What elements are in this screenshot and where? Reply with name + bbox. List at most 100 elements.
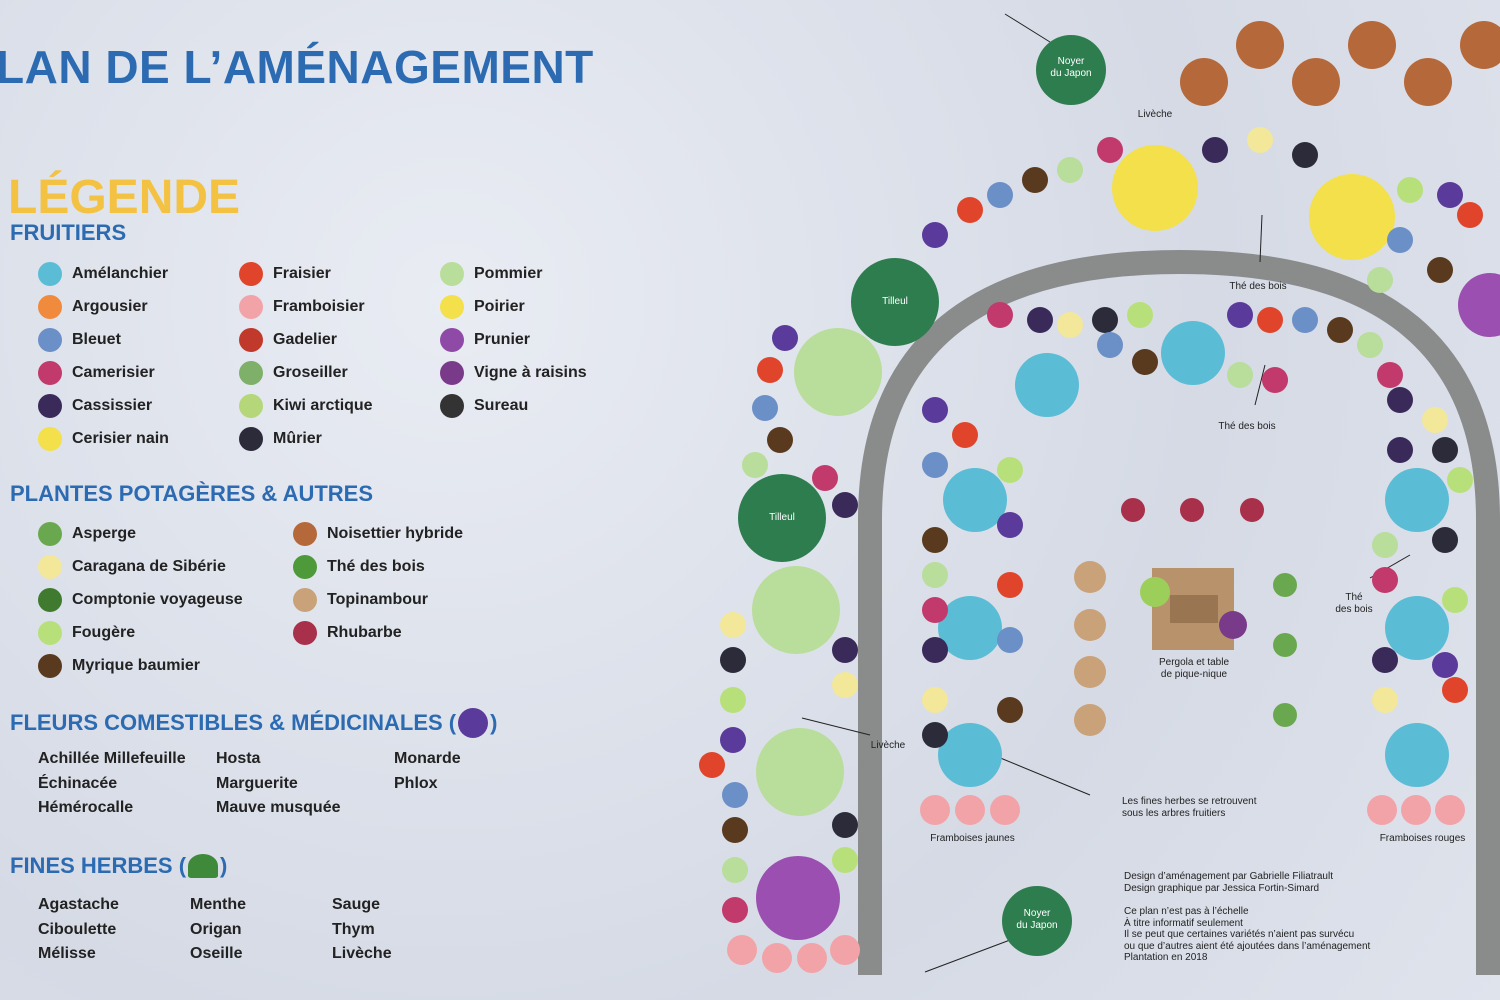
legend-item-label: Sureau bbox=[474, 396, 529, 414]
pointer-line bbox=[801, 717, 871, 736]
plant-shrub bbox=[1327, 317, 1353, 343]
plant-shrub bbox=[752, 395, 778, 421]
plant-shrub bbox=[722, 897, 748, 923]
list-item: Hosta bbox=[216, 750, 261, 767]
plant-shrub bbox=[699, 752, 725, 778]
groseiller-icon bbox=[239, 360, 263, 385]
pommier-icon bbox=[440, 261, 464, 286]
plant-shrub bbox=[1247, 127, 1273, 153]
legend-item-label: Camerisier bbox=[72, 363, 155, 381]
pansy-icon bbox=[458, 708, 489, 738]
prunier-icon bbox=[440, 327, 464, 352]
pommier-tree bbox=[794, 328, 882, 416]
bleuet-icon bbox=[38, 327, 62, 352]
asperge bbox=[1273, 703, 1297, 727]
noisettier-hybride-icon bbox=[293, 521, 317, 546]
list-item: Mélisse bbox=[38, 945, 96, 962]
framboisier bbox=[727, 935, 757, 965]
legend-item: Argousier bbox=[38, 290, 148, 323]
plant-shrub bbox=[922, 722, 948, 748]
poirier-icon bbox=[440, 294, 464, 319]
list-item: Hémérocalle bbox=[38, 799, 134, 816]
plant-shrub bbox=[987, 182, 1013, 208]
legend-item: Noisettier hybride bbox=[293, 517, 463, 550]
legend-item-label: Vigne à raisins bbox=[474, 363, 587, 381]
list-item: Thym bbox=[332, 920, 375, 938]
vigne bbox=[1219, 611, 1247, 639]
plant-shrub bbox=[997, 572, 1023, 598]
plant-shrub bbox=[767, 427, 793, 453]
noisettier-shrub bbox=[1292, 58, 1340, 106]
tilleul-tree bbox=[851, 258, 939, 346]
legend-item-label: Fraisier bbox=[273, 264, 331, 282]
legend-item-label: Thé des bois bbox=[327, 557, 425, 575]
plant-shrub bbox=[922, 222, 948, 248]
legend-item: Thé des bois bbox=[293, 550, 425, 583]
plant-shrub bbox=[1397, 177, 1423, 203]
amelanchier-shrub bbox=[1385, 468, 1449, 532]
framboisier bbox=[990, 795, 1020, 825]
amelanchier-shrub bbox=[1385, 596, 1449, 660]
pointer-line bbox=[924, 939, 1011, 973]
list-item: Ciboulette bbox=[38, 920, 117, 938]
framboisier bbox=[920, 795, 950, 825]
amelanchier-shrub bbox=[1161, 321, 1225, 385]
legend-item-label: Framboisier bbox=[273, 297, 365, 315]
plant-shrub bbox=[1357, 332, 1383, 358]
pointer-line bbox=[1259, 214, 1263, 263]
plant-shrub bbox=[1292, 142, 1318, 168]
herbes-note: Les fines herbes se retrouvent sous les … bbox=[1122, 796, 1257, 819]
legend-item: Bleuet bbox=[38, 323, 121, 356]
asperge bbox=[1273, 633, 1297, 657]
legend-item: Framboisier bbox=[239, 290, 365, 323]
legend-item-label: Kiwi arctique bbox=[273, 396, 373, 414]
plant-shrub bbox=[832, 637, 858, 663]
list-item: Phlox bbox=[394, 774, 438, 792]
plant-shrub bbox=[832, 812, 858, 838]
plant-shrub bbox=[757, 357, 783, 383]
plant-shrub bbox=[1432, 437, 1458, 463]
legend-item-label: Cassissier bbox=[72, 396, 153, 414]
plant-shrub bbox=[1372, 647, 1398, 673]
plant-shrub bbox=[722, 782, 748, 808]
label-framboises-rouges: Framboises rouges bbox=[1379, 833, 1466, 844]
label-noyer-top: Noyer du Japon bbox=[1050, 56, 1092, 79]
plant-shrub bbox=[997, 627, 1023, 653]
legend-item-label: Mûrier bbox=[273, 429, 322, 447]
legend-item: Fraisier bbox=[239, 257, 331, 290]
plant-shrub bbox=[772, 325, 798, 351]
gadelier-icon bbox=[239, 327, 263, 352]
label-framboises-jaunes: Framboises jaunes bbox=[930, 833, 1015, 844]
legend-item-label: Prunier bbox=[474, 330, 531, 348]
kiwi-arctique-icon bbox=[239, 393, 263, 418]
herb-icon bbox=[188, 854, 219, 878]
plant-shrub bbox=[997, 457, 1023, 483]
prunier-tree bbox=[756, 856, 840, 940]
list-item: Menthe bbox=[190, 896, 246, 913]
plant-shrub bbox=[1447, 467, 1473, 493]
pommier-tree bbox=[756, 728, 844, 816]
plant-shrub bbox=[1372, 687, 1398, 713]
topinambour bbox=[1074, 609, 1106, 641]
plant-shrub bbox=[1437, 182, 1463, 208]
disclaimer: Ce plan n’est pas à l’échelle À titre in… bbox=[1124, 906, 1371, 963]
asperge bbox=[1273, 573, 1297, 597]
label-liveche-left: Livèche bbox=[870, 740, 906, 751]
plant-shrub bbox=[1427, 257, 1453, 283]
plant-shrub bbox=[952, 422, 978, 448]
topinambour-icon bbox=[293, 587, 317, 612]
plant-shrub bbox=[720, 687, 746, 713]
framboisier bbox=[1367, 795, 1397, 825]
herbes-heading-end: ) bbox=[220, 853, 228, 878]
legend-item: Caragana de Sibérie bbox=[38, 550, 226, 583]
caragana-de-sib-rie-icon bbox=[38, 554, 62, 579]
noisettier-shrub bbox=[1460, 21, 1500, 69]
poirier-tree bbox=[1112, 145, 1198, 231]
plant-shrub bbox=[832, 672, 858, 698]
plant-shrub bbox=[722, 817, 748, 843]
